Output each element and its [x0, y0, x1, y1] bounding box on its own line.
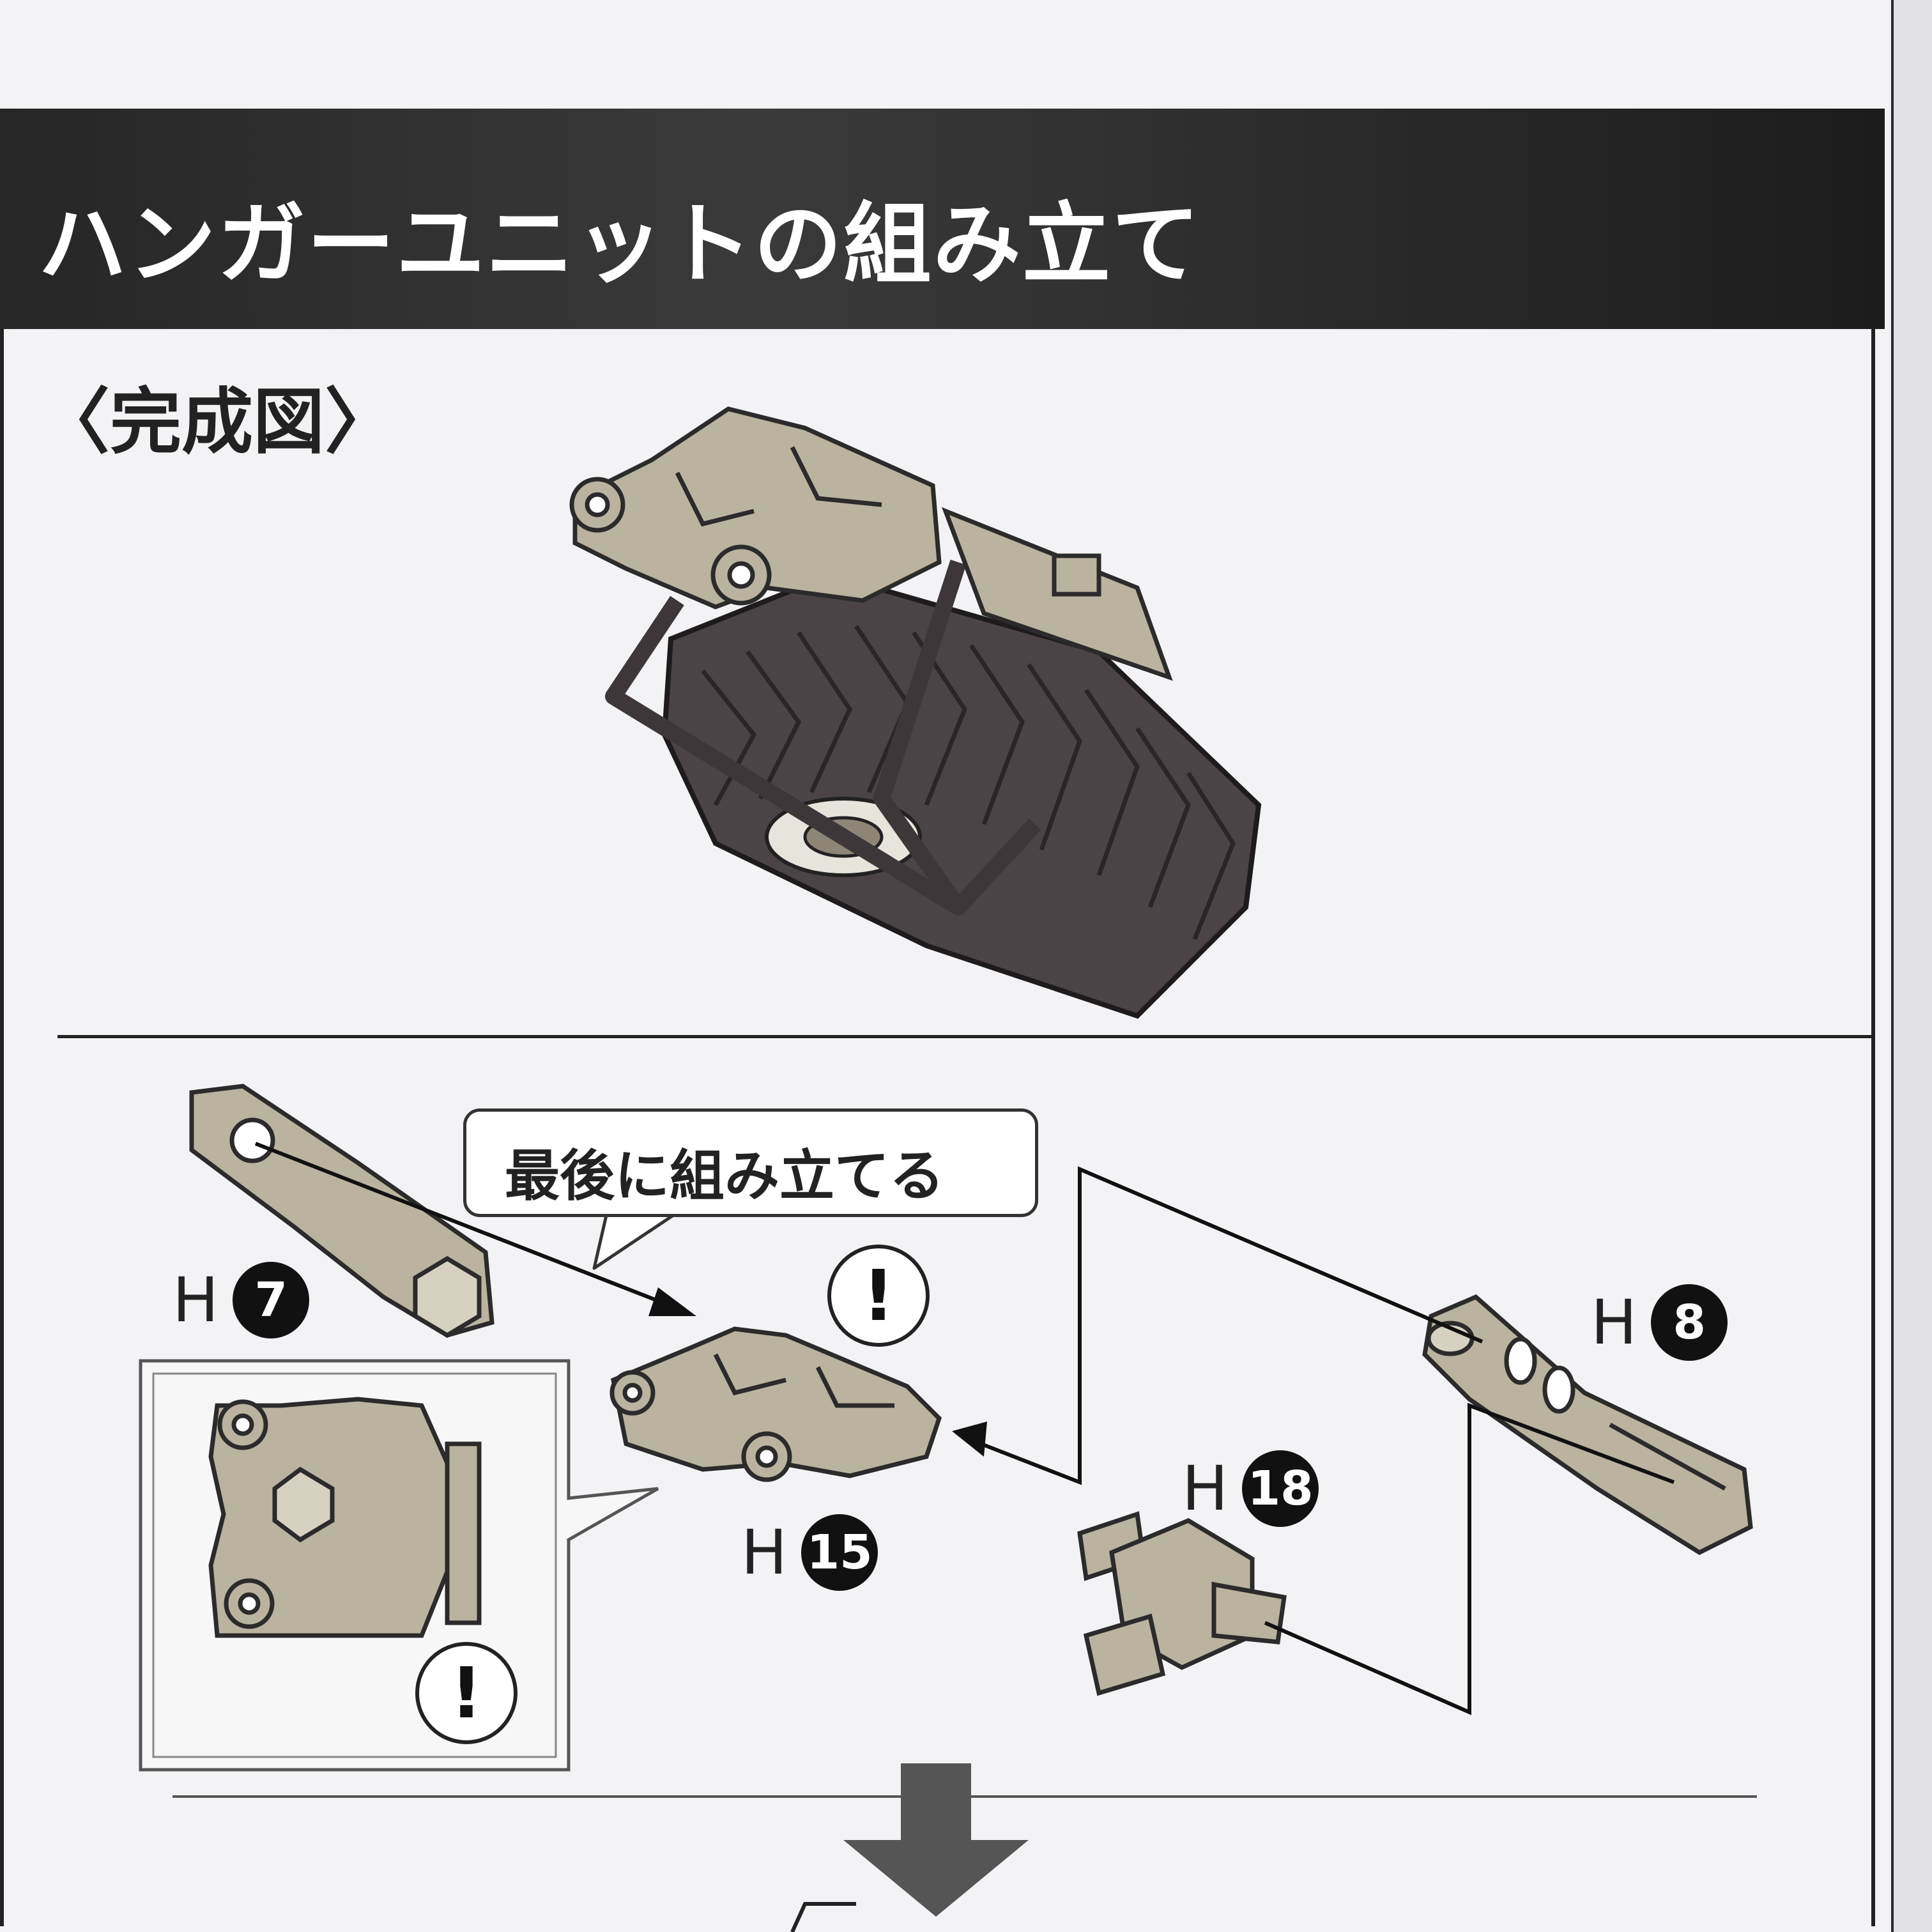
part-label-h7: H 7 — [172, 1262, 310, 1338]
section-title: ハンガーユニットの組み立て — [38, 193, 1202, 296]
next-step-frame — [790, 1902, 856, 1932]
arrowhead-h7 — [648, 1287, 696, 1316]
hanger-part-illustration — [569, 406, 1173, 681]
connector-h8-h18 — [963, 1166, 1483, 1485]
assembly-arrows — [254, 1142, 1675, 1715]
part-label-h15: H 15 — [741, 1514, 878, 1591]
callout-bubble — [463, 1108, 1038, 1217]
part-h18-illustration — [1077, 1511, 1287, 1696]
callout-pointer — [592, 1211, 679, 1270]
completed-hanger-unit-illustration — [569, 406, 1262, 1019]
part-h15-illustration — [610, 1326, 942, 1482]
caution-icon: ! — [415, 1642, 518, 1744]
caution-icon: ! — [827, 1245, 930, 1347]
part-label-h18: H 18 — [1182, 1450, 1319, 1527]
part-number-badge: 18 — [1242, 1450, 1319, 1527]
connector-h18-h8 — [1264, 1402, 1675, 1715]
part-prefix: H — [1182, 1453, 1229, 1524]
hanger-frame-illustration — [605, 559, 1041, 916]
detail-inset — [139, 1359, 659, 1772]
arrowhead-h8 — [952, 1422, 987, 1457]
part-number-badge: 8 — [1651, 1284, 1728, 1361]
section-divider — [57, 1035, 1872, 1038]
inset-part-illustration — [208, 1397, 482, 1638]
completed-view-label: 〈完成図〉 — [38, 381, 396, 464]
callout-text: 最後に組み立てる — [505, 1144, 944, 1208]
header-bar — [0, 109, 1885, 329]
part-prefix: H — [1591, 1287, 1637, 1358]
next-step-arrow-icon — [843, 1763, 1029, 1917]
arrow-h7-to-h15 — [254, 1142, 666, 1305]
part-number-badge: 7 — [233, 1262, 310, 1338]
part-label-h8: H 8 — [1591, 1284, 1728, 1361]
part-number-badge: 15 — [801, 1514, 878, 1591]
tire-illustration — [661, 572, 1262, 1019]
part-prefix: H — [741, 1517, 788, 1588]
next-page-edge — [1891, 0, 1932, 1932]
part-prefix: H — [172, 1264, 219, 1336]
content-frame — [0, 329, 1875, 1926]
